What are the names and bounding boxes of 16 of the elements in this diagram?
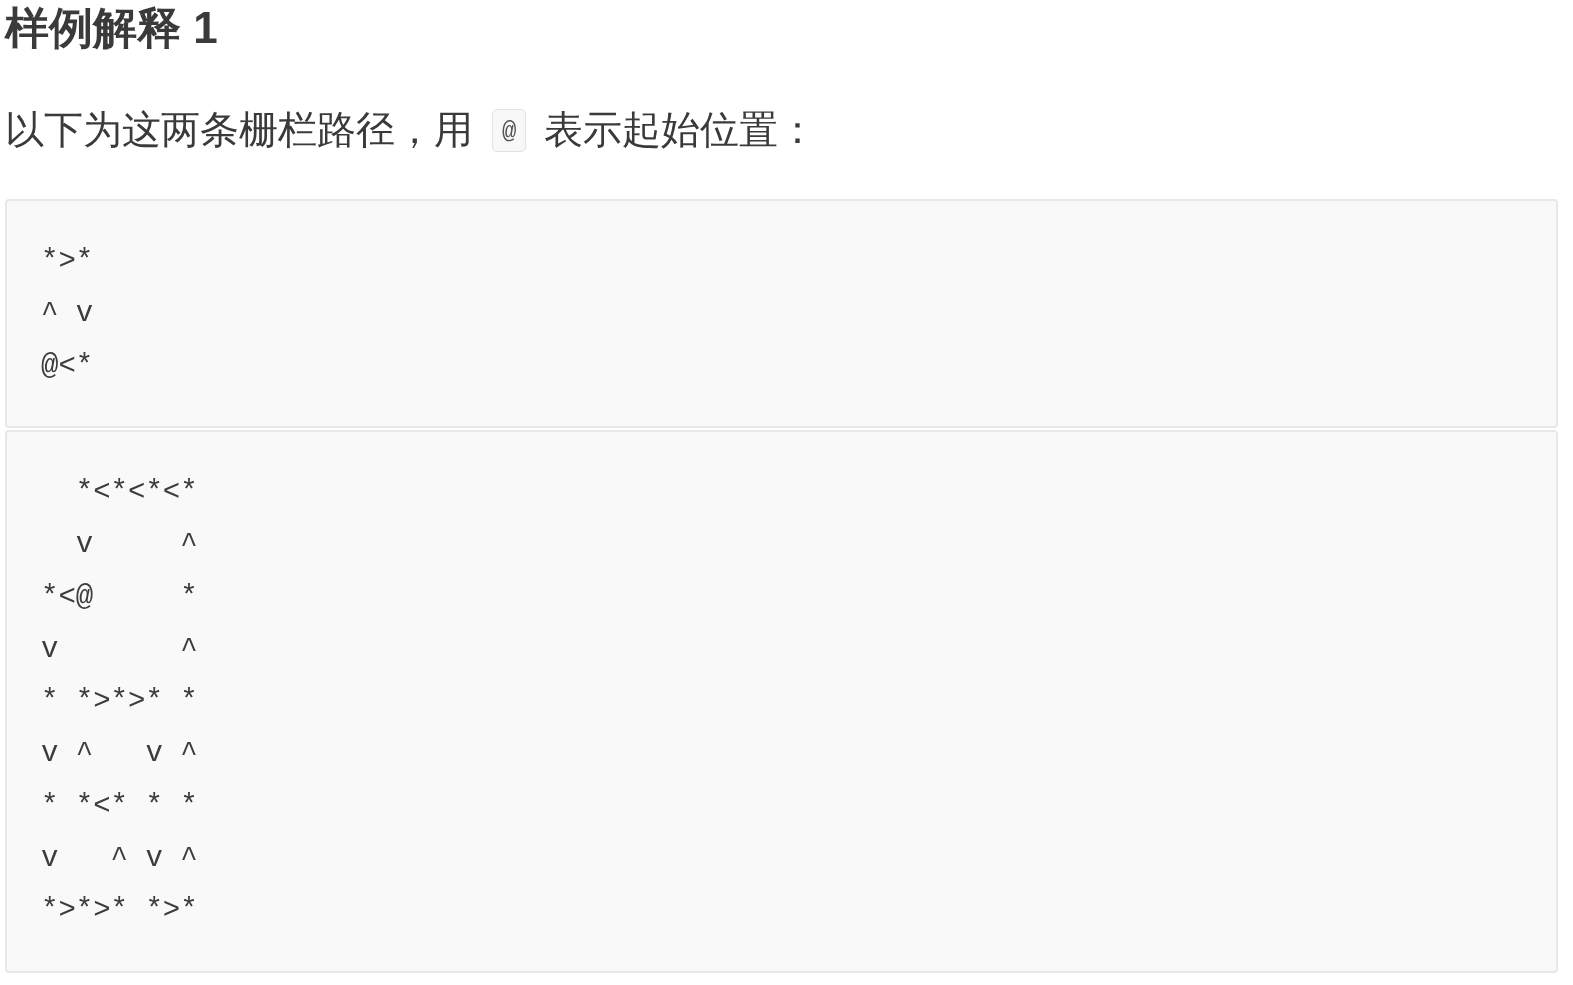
code-line: v ^ <box>41 631 198 668</box>
code-line: *<@ * <box>41 579 198 616</box>
paragraph-text: 表示起始位置： <box>544 107 818 153</box>
code-line: * *<* * * <box>41 788 198 825</box>
code-line: *<*<*<* <box>74 475 198 511</box>
heading: 样例解释 1 <box>5 2 218 54</box>
code-line: v ^ v ^ <box>41 841 198 878</box>
code-line: @<* <box>41 348 94 385</box>
code-line: *>* <box>41 244 94 280</box>
code-line: v ^ <box>74 527 198 564</box>
code-line: * *>*>* * <box>41 684 198 721</box>
inline-code: @ <box>492 108 527 152</box>
code-line: *>*>* *>* <box>41 893 198 930</box>
code-line: ^ v <box>41 296 94 333</box>
code-line: v ^ v ^ <box>41 736 198 773</box>
paragraph-text: 以下为这两条栅栏路径，用 <box>5 107 473 153</box>
